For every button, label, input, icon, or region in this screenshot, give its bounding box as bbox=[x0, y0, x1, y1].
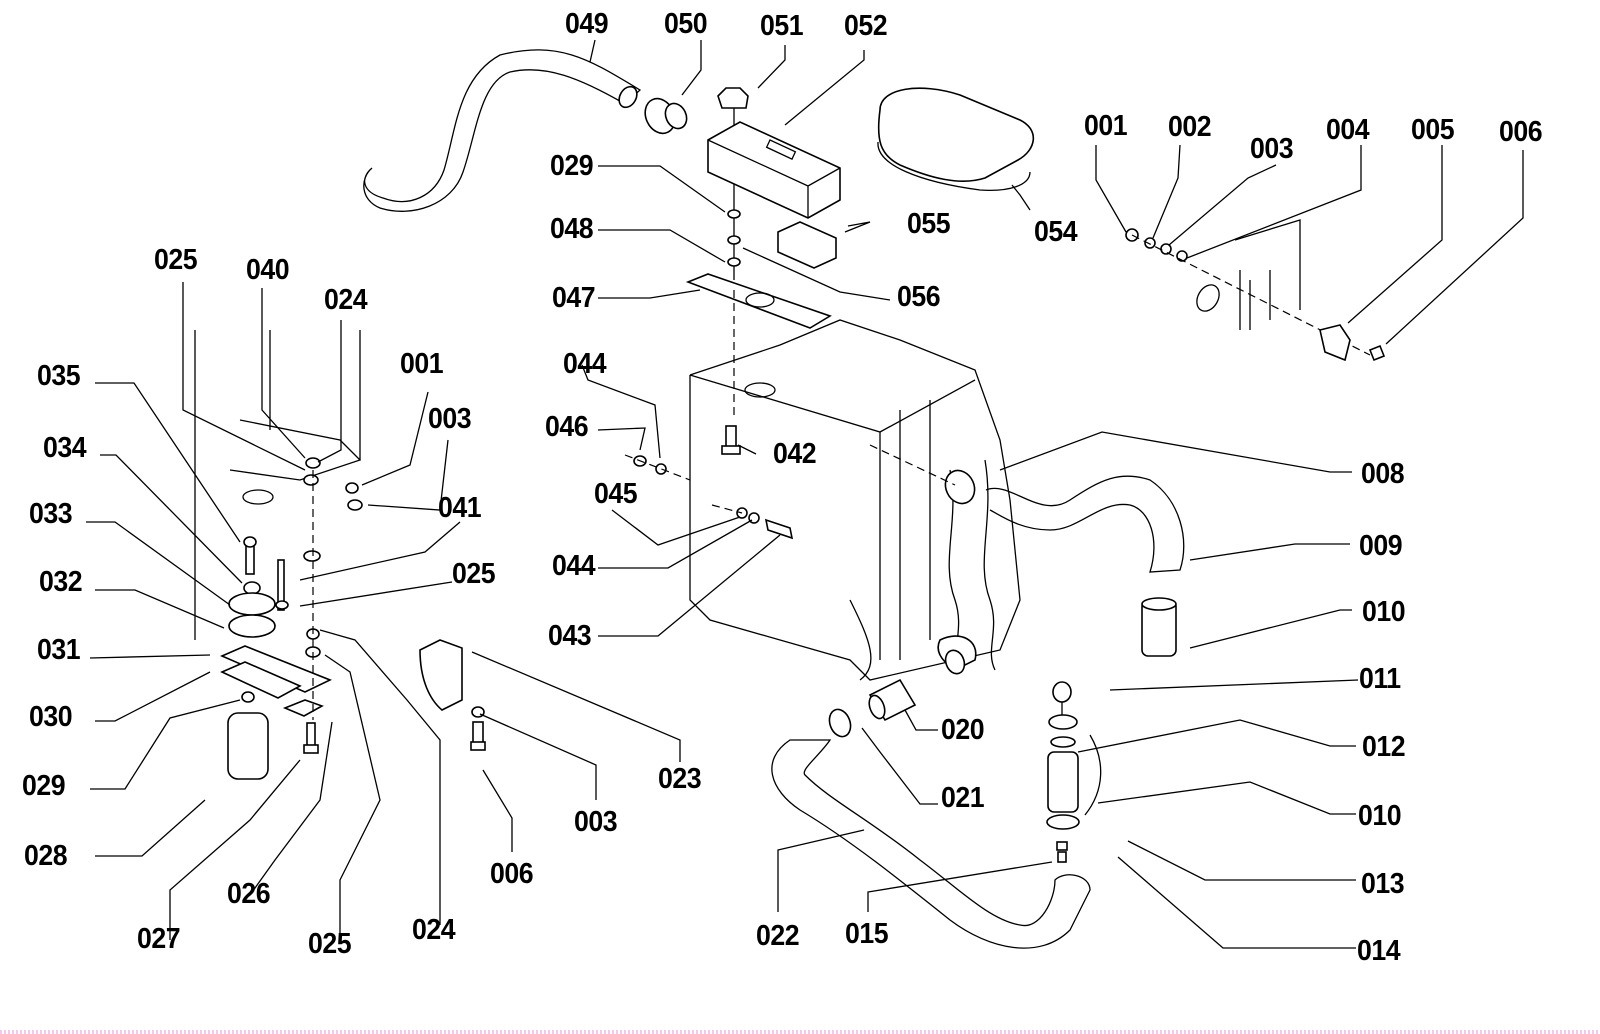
callout-021: 021 bbox=[941, 782, 985, 814]
callout-041: 041 bbox=[438, 492, 482, 524]
callout-034: 034 bbox=[43, 432, 87, 464]
callout-030: 030 bbox=[29, 701, 73, 733]
callout-048: 048 bbox=[550, 213, 594, 245]
callout-015: 015 bbox=[845, 918, 889, 950]
washers-046-044 bbox=[624, 454, 691, 481]
cover-054 bbox=[877, 87, 1035, 191]
page-bottom-edge bbox=[0, 1030, 1600, 1034]
callout-044-top: 044 bbox=[563, 348, 607, 380]
callout-044-bottom: 044 bbox=[552, 550, 596, 582]
callout-033: 033 bbox=[29, 498, 73, 530]
callout-043: 043 bbox=[548, 620, 592, 652]
left-mount-assembly bbox=[194, 330, 363, 780]
callout-050: 050 bbox=[664, 8, 708, 40]
callout-052: 052 bbox=[844, 10, 888, 42]
callout-042: 042 bbox=[773, 438, 817, 470]
callout-001-left: 001 bbox=[400, 348, 444, 380]
callout-023: 023 bbox=[658, 763, 702, 795]
callout-031: 031 bbox=[37, 634, 81, 666]
callout-006-right: 006 bbox=[1499, 116, 1543, 148]
callout-028: 028 bbox=[24, 840, 68, 872]
callout-003-left: 003 bbox=[428, 403, 472, 435]
callout-051: 051 bbox=[760, 10, 804, 42]
clamp-021 bbox=[828, 708, 852, 738]
callout-004-right: 004 bbox=[1326, 114, 1370, 146]
callout-003-right: 003 bbox=[1250, 133, 1294, 165]
callout-049: 049 bbox=[565, 8, 609, 40]
callout-010-lower: 010 bbox=[1358, 800, 1402, 832]
callout-026: 026 bbox=[227, 878, 271, 910]
callout-040: 040 bbox=[246, 254, 290, 286]
callout-005-right: 005 bbox=[1411, 114, 1455, 146]
bolt-043-assembly bbox=[711, 504, 794, 540]
plate-047 bbox=[685, 273, 832, 329]
fitting-010-upper bbox=[1141, 597, 1177, 657]
callout-011: 011 bbox=[1359, 663, 1401, 695]
callout-022: 022 bbox=[756, 920, 800, 952]
bolt-042 bbox=[721, 425, 741, 455]
callout-032: 032 bbox=[39, 566, 83, 598]
callout-012: 012 bbox=[1362, 731, 1406, 763]
callout-054: 054 bbox=[1034, 216, 1078, 248]
washer-stack-top bbox=[727, 209, 741, 420]
callout-035: 035 bbox=[37, 360, 81, 392]
callout-010-upper: 010 bbox=[1362, 596, 1406, 628]
callout-045: 045 bbox=[594, 478, 638, 510]
callout-014: 014 bbox=[1357, 935, 1401, 967]
callout-029-top: 029 bbox=[550, 150, 594, 182]
callout-024-bottom: 024 bbox=[412, 914, 456, 946]
callout-002-right: 002 bbox=[1168, 111, 1212, 143]
bracket-023 bbox=[419, 639, 463, 711]
callout-046: 046 bbox=[545, 411, 589, 443]
callout-025-top: 025 bbox=[154, 244, 198, 276]
hose-009 bbox=[869, 444, 1185, 573]
callout-001-right: 001 bbox=[1084, 110, 1128, 142]
right-top-hardware bbox=[1125, 219, 1386, 362]
callout-024-top: 024 bbox=[324, 284, 368, 316]
washer-003-bolt-006 bbox=[470, 706, 486, 751]
callout-013: 013 bbox=[1361, 868, 1405, 900]
callout-055: 055 bbox=[907, 208, 951, 240]
fitting-050 bbox=[644, 97, 688, 135]
callout-029-left: 029 bbox=[22, 770, 66, 802]
reservoir-block-052 bbox=[707, 121, 841, 219]
callout-027: 027 bbox=[137, 923, 181, 955]
callout-009: 009 bbox=[1359, 530, 1403, 562]
callout-003-mid: 003 bbox=[574, 806, 618, 838]
callout-047: 047 bbox=[552, 282, 596, 314]
callout-056: 056 bbox=[897, 281, 941, 313]
block-055 bbox=[777, 221, 837, 269]
callout-025-mid: 025 bbox=[452, 558, 496, 590]
pump-assembly bbox=[1046, 681, 1102, 863]
callout-025-bottom: 025 bbox=[308, 928, 352, 960]
callout-008: 008 bbox=[1361, 458, 1405, 490]
callout-006-mid: 006 bbox=[490, 858, 534, 890]
pipe-020 bbox=[868, 649, 966, 722]
hose-049 bbox=[363, 49, 642, 212]
hose-022 bbox=[771, 739, 1091, 949]
leader-lines bbox=[86, 39, 1524, 949]
callout-020: 020 bbox=[941, 714, 985, 746]
